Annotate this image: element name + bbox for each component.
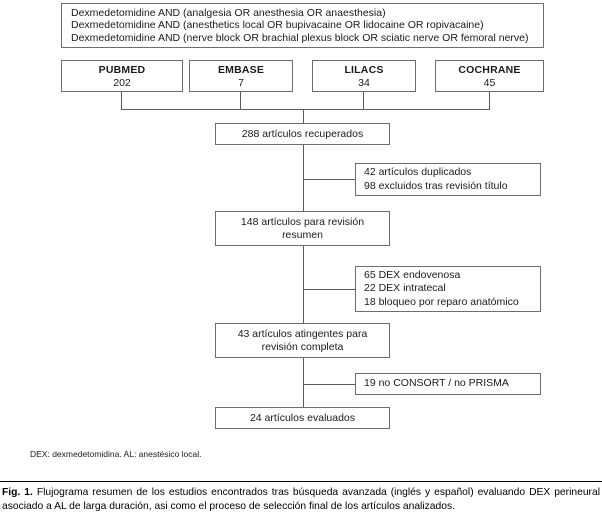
abbreviation-footnote: DEX: dexmedetomidina. AL: anestésico loc… [30, 449, 202, 459]
database-box-cochrane: COCHRANE 45 [435, 60, 544, 92]
exclusion-duplicates-line-2: 98 excluidos tras revisión título [364, 179, 508, 192]
exclusion-reporting-line-1: 19 no CONSORT / no PRISMA [364, 377, 509, 390]
exclusion-box-reporting: 19 no CONSORT / no PRISMA [355, 373, 541, 395]
exclusion-route-line-2: 22 DEX intratecal [364, 282, 446, 295]
flow-abstract-label-line-1: 148 artículos para revisión [240, 215, 365, 228]
figure-caption: Fig. 1. Flujograma resumen de los estudi… [2, 486, 600, 514]
flow-retrieved-label: 288 artículos recuperados [241, 127, 364, 140]
connector-branch-duplicates [303, 179, 356, 180]
database-name-lilacs: LILACS [344, 63, 384, 76]
database-box-embase: EMBASE 7 [189, 60, 293, 92]
exclusion-duplicates-line-1: 42 artículos duplicados [364, 166, 472, 178]
connector-embase-down [240, 92, 241, 109]
connector-merge-bar [121, 109, 490, 110]
connector-full-to-final [303, 358, 304, 407]
search-query-line-3: Dexmedetomidine AND (nerve block OR brac… [71, 31, 529, 44]
connector-merge-to-retrieved [303, 109, 304, 123]
search-query-line-2: Dexmedetomidine AND (anesthetics local O… [71, 19, 484, 32]
flow-final-label: 24 artículos evaluados [249, 411, 356, 424]
exclusion-box-route: 65 DEX endovenosa 22 DEX intratecal 18 b… [355, 266, 541, 312]
flow-box-final: 24 artículos evaluados [215, 407, 390, 429]
database-count-lilacs: 34 [358, 76, 370, 89]
database-box-pubmed: PUBMED 202 [61, 60, 183, 92]
figure-caption-text: Flujograma resumen de los estudios encon… [2, 487, 600, 512]
flow-full-label-line-1: 43 artículos atingentes para [237, 327, 368, 340]
database-box-lilacs: LILACS 34 [312, 60, 416, 92]
database-count-cochrane: 45 [483, 76, 496, 89]
search-query-box: Dexmedetomidine AND (analgesia OR anesth… [61, 3, 544, 48]
database-count-embase: 7 [238, 76, 244, 89]
connector-branch-reporting [303, 384, 356, 385]
flow-full-label-line-2: revisión completa [261, 340, 344, 353]
exclusion-route-line-1: 65 DEX endovenosa [364, 268, 461, 281]
database-name-pubmed: PUBMED [98, 63, 146, 76]
database-name-embase: EMBASE [217, 63, 265, 76]
caption-divider [0, 481, 602, 482]
search-query-line-1: Dexmedetomidine AND (analgesia OR anesth… [71, 6, 386, 19]
database-name-cochrane: COCHRANE [458, 63, 521, 76]
connector-abstract-to-full [303, 246, 304, 323]
database-count-pubmed: 202 [113, 76, 131, 89]
flow-box-retrieved: 288 artículos recuperados [215, 123, 390, 145]
connector-lilacs-down [363, 92, 364, 109]
connector-pubmed-down [121, 92, 122, 109]
flow-box-full-review: 43 artículos atingentes para revisión co… [215, 323, 390, 358]
connector-cochrane-down [489, 92, 490, 109]
exclusion-box-duplicates: 42 artículos duplicados 98 excluidos tra… [355, 163, 541, 196]
connector-branch-route [303, 289, 356, 290]
figure-caption-label: Fig. 1. [2, 487, 33, 498]
flow-abstract-label-line-2: resumen [282, 228, 323, 241]
connector-retrieved-to-abstract [303, 145, 304, 211]
flow-box-abstract-review: 148 artículos para revisión resumen [215, 211, 390, 246]
exclusion-route-line-3: 18 bloqueo por reparo anatómico [364, 295, 519, 308]
